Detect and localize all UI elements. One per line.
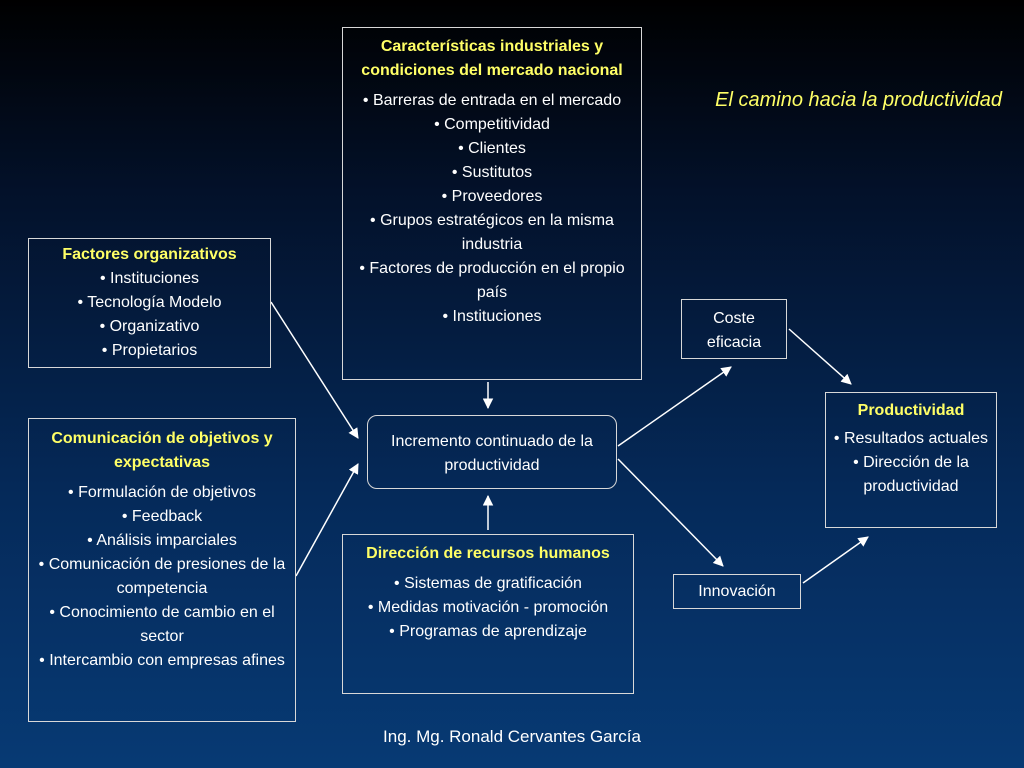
factores-list: • Instituciones • Tecnología Modelo • Or… — [33, 267, 266, 363]
list-item: • Dirección de la productividad — [853, 454, 969, 495]
slide-subtitle: El camino hacia la productividad — [715, 89, 1002, 111]
list-item: • Comunicación de presiones de la compet… — [38, 556, 286, 597]
list-item: • Sistemas de gratificación — [394, 575, 582, 592]
list-item: • Feedback — [121, 508, 203, 525]
author-footer: Ing. Mg. Ronald Cervantes García — [383, 727, 641, 746]
comunicacion-title: Comunicación de objetivos y expectativas — [51, 430, 273, 471]
arrow-coste-to-productividad — [788, 328, 852, 385]
list-item: • Propietarios — [101, 342, 198, 359]
list-item: • Competitividad — [434, 116, 550, 133]
productividad-list: • Resultados actuales • Dirección de la … — [830, 427, 992, 499]
factores-title: Factores organizativos — [62, 246, 237, 263]
list-item: • Instituciones — [442, 308, 542, 325]
list-item: • Formulación de objetivos — [68, 484, 256, 501]
mercado-title: Características industriales y condicion… — [361, 38, 623, 79]
arrow-factores-to-incremento — [270, 301, 359, 439]
arrow-incremento-to-innovacion — [617, 458, 724, 567]
list-item: • Sustitutos — [451, 164, 533, 181]
arrow-comunicacion-to-incremento — [295, 463, 359, 577]
incremento-label: Incremento continuado de la productivida… — [391, 433, 593, 474]
list-item: • Proveedores — [441, 188, 543, 205]
innovacion-box: Innovación — [673, 574, 801, 609]
list-item: • Programas de aprendizaje — [389, 623, 587, 640]
coste-box: Coste eficacia — [681, 299, 787, 359]
comunicacion-list: • Formulación de objetivos • Feedback • … — [33, 481, 291, 673]
list-item: • Factores de producción en el propio pa… — [359, 260, 625, 301]
mercado-list: • Barreras de entrada en el mercado • Co… — [349, 89, 635, 329]
productividad-title: Productividad — [857, 402, 965, 419]
comunicacion-box: Comunicación de objetivos y expectativas… — [28, 418, 296, 722]
innovacion-label: Innovación — [698, 583, 776, 600]
direccion-title: Dirección de recursos humanos — [366, 545, 610, 562]
list-item: • Instituciones — [100, 270, 199, 287]
list-item: • Conocimiento de cambio en el sector — [49, 604, 275, 645]
coste-label: Coste eficacia — [706, 310, 762, 351]
productividad-box: Productividad • Resultados actuales • Di… — [825, 392, 997, 528]
list-item: • Intercambio con empresas afines — [39, 652, 285, 669]
mercado-box: Características industriales y condicion… — [342, 27, 642, 380]
list-item: • Análisis imparciales — [87, 532, 237, 549]
list-item: • Resultados actuales — [833, 430, 989, 447]
factores-box: Factores organizativos • Instituciones •… — [28, 238, 271, 368]
list-item: • Medidas motivación - promoción — [367, 599, 609, 616]
direccion-box: Dirección de recursos humanos • Sistemas… — [342, 534, 634, 694]
list-item: • Organizativo — [99, 318, 200, 335]
arrow-incremento-to-coste — [617, 366, 732, 447]
list-item: • Barreras de entrada en el mercado — [362, 92, 622, 109]
direccion-list: • Sistemas de gratificación • Medidas mo… — [347, 572, 629, 644]
incremento-box: Incremento continuado de la productivida… — [367, 415, 617, 489]
arrow-innovacion-to-productividad — [802, 536, 869, 584]
list-item: • Tecnología Modelo — [77, 294, 222, 311]
list-item: • Grupos estratégicos en la misma indust… — [370, 212, 614, 253]
list-item: • Clientes — [458, 140, 526, 157]
